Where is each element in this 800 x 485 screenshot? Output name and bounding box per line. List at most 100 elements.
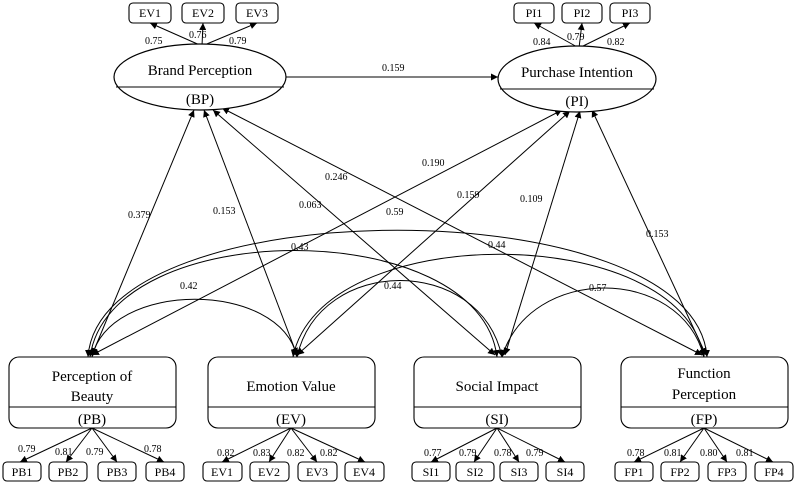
purchase-intention-abbr: (PI)	[565, 94, 588, 110]
structural-paths: 0.159 0.379 0.153 0.063 0.246 0.190 0.15…	[91, 63, 707, 356]
social-impact-node: Social Impact (SI)	[413, 356, 582, 429]
indicator-label-pb-3: PB3	[107, 465, 128, 479]
purchase-intention-ellipse	[497, 45, 657, 113]
indicator-label-ev-4: EV4	[353, 465, 375, 479]
indicator-label-pb-2: PB2	[58, 465, 79, 479]
indicator-label-bp-1: EV1	[139, 6, 161, 20]
social-impact-name: Social Impact	[456, 379, 540, 395]
indicator-label-fp-1: FP1	[624, 465, 643, 479]
loading-arrow-ev-4	[290, 427, 366, 463]
corr-curve-ev-si	[295, 280, 504, 358]
indicator-box-ev-1	[202, 461, 243, 482]
indicator-label-si-1: SI1	[423, 465, 440, 479]
indicator-label-fp-2: FP2	[670, 465, 689, 479]
loading-arrow-fp-4	[703, 427, 774, 463]
si-indicators: 0.77 0.79 0.78 0.79 SI1 SI2 SI3 SI4	[411, 427, 585, 482]
loading-value-fp-2: 0.81	[664, 448, 682, 459]
loading-value-pi-3: 0.82	[607, 37, 625, 48]
loading-arrow-pb-3	[91, 427, 118, 463]
indicator-label-si-2: SI2	[467, 465, 484, 479]
loading-arrow-bp-2	[199, 22, 207, 47]
loading-value-fp-3: 0.80	[700, 448, 718, 459]
loading-arrow-bp-1	[149, 22, 203, 47]
path-arrow-pb-pi	[91, 109, 563, 356]
path-arrow-ev-bp	[203, 109, 298, 356]
indicator-box-pb-2	[48, 461, 88, 482]
corr-curve-pb-fp	[85, 229, 710, 358]
path-coef-pb-bp: 0.379	[128, 210, 151, 221]
loading-value-fp-4: 0.81	[736, 448, 754, 459]
indicator-label-ev-1: EV1	[211, 465, 233, 479]
corr-coef-pb-fp: 0.59	[386, 207, 404, 218]
path-coef-fp-bp: 0.246	[325, 172, 348, 183]
loading-value-pb-2: 0.81	[55, 447, 73, 458]
fp-indicators: 0.78 0.81 0.80 0.81 FP1 FP2 FP3 FP4	[614, 427, 794, 482]
indicator-box-ev-2	[249, 461, 290, 482]
emotion-value-node: Emotion Value (EV)	[207, 356, 376, 429]
loading-value-si-2: 0.79	[459, 448, 477, 459]
corr-coef-ev-si: 0.44	[384, 281, 402, 292]
bp-indicators: EV1 EV2 EV3 0.75 0.76 0.79	[128, 2, 279, 47]
indicator-label-bp-3: EV3	[246, 6, 268, 20]
purchase-intention-node: Purchase Intention (PI)	[497, 45, 657, 113]
corr-coef-pb-ev: 0.42	[180, 281, 198, 292]
indicator-label-pi-2: PI2	[574, 6, 591, 20]
loading-arrow-fp-2	[679, 427, 705, 463]
function-perception-node: Function Perception (FP)	[620, 356, 789, 429]
indicator-label-pb-4: PB4	[155, 465, 176, 479]
path-coef-si-bp: 0.063	[299, 200, 322, 211]
loading-value-bp-2: 0.76	[189, 30, 207, 41]
loading-arrow-bp-3	[201, 22, 258, 47]
corr-curve-pb-ev	[90, 298, 299, 358]
loading-value-si-4: 0.79	[526, 448, 544, 459]
perception-of-beauty-name-line2: Beauty	[71, 389, 114, 405]
loading-arrow-si-1	[430, 427, 498, 463]
loading-arrow-pb-4	[91, 427, 165, 463]
loading-value-fp-1: 0.78	[627, 448, 645, 459]
purchase-intention-name: Purchase Intention	[521, 65, 634, 81]
indicator-box-si-3	[499, 461, 539, 482]
loading-arrow-pb-1	[19, 427, 93, 463]
loading-value-si-3: 0.78	[494, 448, 512, 459]
brand-perception-ellipse	[113, 43, 287, 111]
perception-of-beauty-abbr: (PB)	[78, 412, 106, 428]
loading-arrow-pi-3	[578, 22, 631, 49]
path-arrow-ev-pi	[296, 110, 571, 356]
indicator-box-ev-4	[344, 461, 385, 482]
perception-of-beauty-name-line1: Perception of	[52, 369, 132, 385]
loading-value-pb-3: 0.79	[86, 447, 104, 458]
indicator-box-pb-3	[97, 461, 137, 482]
loading-arrow-ev-1	[221, 427, 292, 463]
path-arrow-pb-bp	[91, 109, 195, 356]
indicator-label-ev-3: EV3	[306, 465, 328, 479]
indicator-box-fp-1	[614, 461, 654, 482]
loading-value-bp-1: 0.75	[145, 36, 163, 47]
loading-arrow-si-4	[496, 427, 566, 463]
corr-coef-ev-fp: 0.44	[488, 240, 506, 251]
loading-arrow-si-3	[496, 427, 520, 463]
corr-coef-si-fp: 0.57	[589, 283, 607, 294]
loading-arrow-pb-2	[65, 427, 93, 463]
loading-value-ev-4: 0.82	[320, 448, 338, 459]
indicator-label-pi-3: PI3	[622, 6, 639, 20]
indicator-label-si-4: SI4	[557, 465, 574, 479]
loading-value-ev-1: 0.82	[217, 448, 235, 459]
path-arrow-si-pi	[503, 110, 582, 356]
indicator-box-fp-2	[660, 461, 700, 482]
loading-arrow-ev-3	[290, 427, 318, 463]
loading-value-pb-1: 0.79	[18, 444, 36, 455]
loading-value-bp-3: 0.79	[229, 36, 247, 47]
corr-curve-ev-fp	[290, 253, 707, 358]
loading-value-ev-2: 0.83	[253, 448, 271, 459]
loading-value-pb-4: 0.78	[144, 444, 162, 455]
corr-coef-pb-si: 0.43	[291, 242, 309, 253]
indicator-box-pb-4	[145, 461, 185, 482]
indicator-label-pb-1: PB1	[12, 465, 33, 479]
indicator-box-pb-1	[2, 461, 42, 482]
pi-indicators: PI1 PI2 PI3 0.84 0.79 0.82	[513, 2, 651, 49]
loading-arrow-ev-2	[268, 427, 292, 463]
loading-arrow-si-2	[473, 427, 498, 463]
loading-arrow-fp-3	[703, 427, 728, 463]
